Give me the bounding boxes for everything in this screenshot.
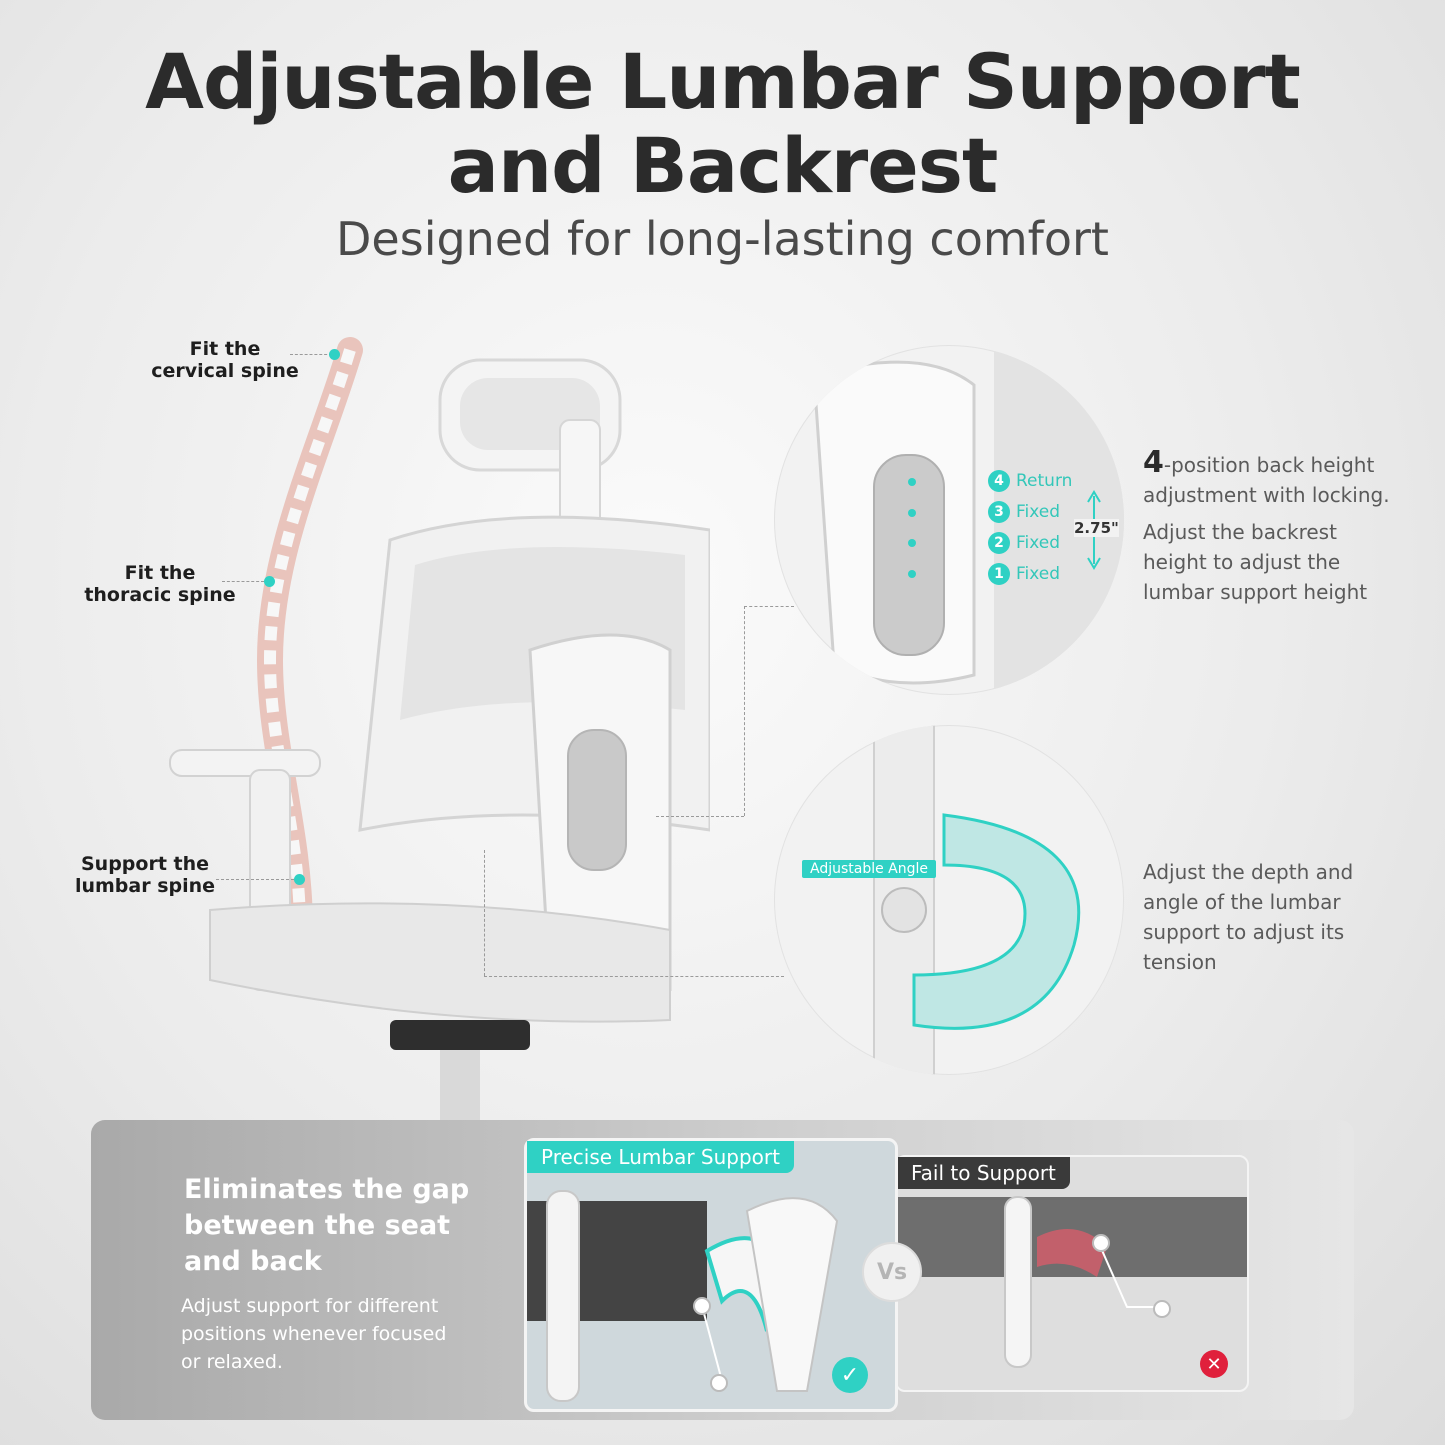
cervical-leader-line: [290, 354, 332, 355]
thoracic-line-2: thoracic spine: [84, 584, 236, 606]
lumbar-leader-line: [216, 879, 294, 880]
spine-illustration: [256, 337, 363, 943]
lumbar-spine-label: Support the lumbar spine: [70, 853, 220, 897]
title-line-1: Adjustable Lumbar Support: [145, 37, 1301, 126]
cervical-line-2: cervical spine: [151, 360, 299, 382]
comparison-title: Eliminates the gap between the seat and …: [184, 1174, 470, 1277]
position-4-number: 4: [988, 470, 1010, 492]
vs-badge: Vs: [862, 1242, 922, 1302]
position-1-label: Fixed: [1016, 564, 1061, 584]
fail-cross-icon: ✕: [1200, 1350, 1228, 1378]
position-1-number: 1: [988, 563, 1010, 585]
position-3-label: Fixed: [1016, 502, 1061, 522]
connector-horizontal-1: [744, 606, 794, 607]
connector-horizontal-2: [656, 816, 744, 817]
angle-adjust-description: Adjust the depth and angle of the lumbar…: [1143, 860, 1354, 974]
lumbar-marker: [294, 874, 305, 885]
thoracic-marker: [264, 576, 275, 587]
position-2-number: 2: [988, 532, 1010, 554]
position-4-label: Return: [1016, 471, 1073, 491]
thoracic-spine-label: Fit the thoracic spine: [80, 562, 240, 606]
connector-vertical-2: [484, 850, 485, 976]
position-1: 1 Fixed: [988, 563, 1072, 585]
precise-support-card: [524, 1138, 898, 1412]
comparison-description: Adjust support for different positions w…: [181, 1295, 447, 1373]
precise-support-image: [527, 1190, 839, 1402]
lumbar-line-1: Support the: [80, 853, 210, 875]
position-3: 3 Fixed: [988, 501, 1072, 523]
position-2: 2 Fixed: [988, 532, 1072, 554]
position-4: 4 Return: [988, 470, 1072, 492]
cervical-marker: [329, 349, 340, 360]
thoracic-leader-line: [222, 581, 264, 582]
height-adjust-heading: 4-position back height adjustment with l…: [1143, 448, 1403, 510]
adjustable-angle-tag: Adjustable Angle: [802, 860, 937, 878]
fail-support-image: [897, 1196, 1247, 1368]
connector-horizontal-3: [484, 976, 784, 977]
lumbar-closeup: [873, 725, 1081, 1075]
check-icon: ✓: [832, 1357, 868, 1393]
chair-illustration: [169, 337, 710, 1120]
cervical-spine-label: Fit the cervical spine: [150, 338, 300, 382]
height-heading-text: -position back height adjustment with lo…: [1143, 453, 1390, 507]
connector-vertical-1: [744, 606, 745, 816]
position-2-label: Fixed: [1016, 533, 1061, 553]
precise-support-label: Precise Lumbar Support: [527, 1141, 794, 1173]
fail-support-card: [895, 1155, 1249, 1392]
height-adjust-description: Adjust the backrest height to adjust the…: [1143, 520, 1368, 604]
angle-adjust-detail: [774, 725, 1124, 1075]
lumbar-line-2: lumbar spine: [74, 875, 216, 897]
thoracic-line-1: Fit the: [124, 562, 196, 584]
height-heading-number: 4: [1143, 445, 1164, 480]
page-subtitle: Designed for long-lasting comfort: [336, 212, 1109, 266]
cervical-line-1: Fit the: [189, 338, 261, 360]
range-label: 2.75": [1074, 519, 1119, 537]
position-3-number: 3: [988, 501, 1010, 523]
title-line-2: and Backrest: [447, 121, 999, 210]
fail-support-label: Fail to Support: [897, 1157, 1070, 1189]
page-title: Adjustable Lumbar Support and Backrest: [0, 40, 1445, 208]
